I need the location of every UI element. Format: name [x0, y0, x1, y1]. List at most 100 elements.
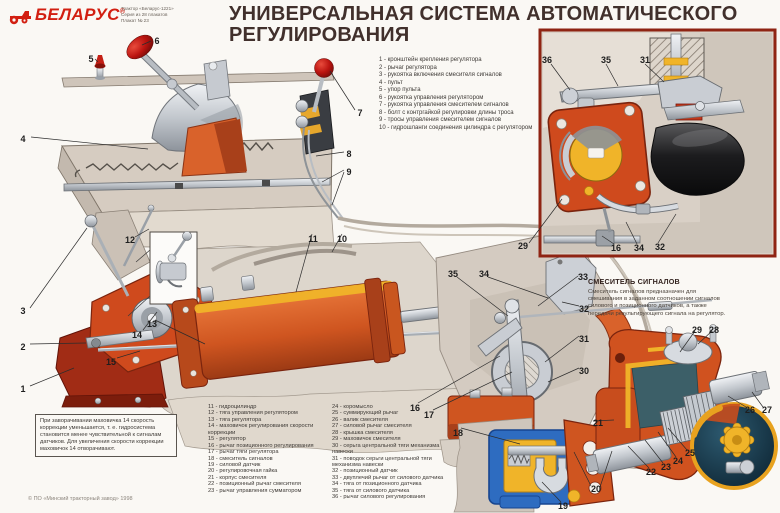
callout-3: 3 [20, 306, 25, 316]
callout-30: 30 [579, 366, 589, 376]
hydraulic-cylinder-group [171, 275, 460, 389]
callout-35-inset: 35 [601, 55, 611, 65]
legend-item: 14 - маховичок регулирования скорости ко… [208, 423, 314, 436]
legend-item: 18 - смеситель сигналов [208, 455, 273, 462]
legend-item: 9 - тросы управления смесителем сигналов [379, 117, 502, 124]
callout-6: 6 [154, 36, 159, 46]
top-right-inset [538, 28, 777, 258]
callout-36-inset: 36 [542, 55, 552, 65]
rod-lever [477, 317, 523, 357]
callout-17: 17 [424, 410, 434, 420]
legend-item: 33 - двуплечий рычаг от силового датчика [332, 474, 444, 481]
adjusting-bolt [507, 445, 571, 456]
legend-item: 13 - тяга регулятора [208, 416, 262, 423]
callout-10: 10 [337, 234, 347, 244]
legend-item: 5 - упор пульта [379, 87, 421, 94]
callout-11: 11 [308, 234, 318, 244]
callout-20: 20 [591, 484, 601, 494]
callout-1: 1 [20, 384, 25, 394]
callout-14: 14 [132, 330, 142, 340]
callout-16-inset: 16 [611, 243, 621, 253]
callout-24-mixer: 24 [673, 456, 683, 466]
callout-8: 8 [346, 149, 351, 159]
legend-item: 6 - рукоятка управления регулятором [379, 94, 484, 101]
callout-9: 9 [346, 167, 351, 177]
brand-name: БЕЛАРУС® [35, 5, 126, 24]
legend-item: 2 - рычаг регулятора [379, 64, 437, 71]
legend-item: 21 - корпус смесителя [208, 474, 267, 481]
legend-item: 23 - рычаг управления сумматором [208, 487, 302, 494]
callout-34-inset: 34 [634, 243, 644, 253]
sensor-rod [507, 298, 713, 320]
legend-item: 4 - пульт [379, 79, 403, 86]
regulator-tie-rod [122, 209, 154, 267]
meta-line: Серия из 28 плакатов [121, 11, 168, 17]
meta-line: Трактор «Беларус-1221» [121, 6, 174, 11]
legend-item: 36 - рычаг силового регулирования [332, 494, 426, 501]
legend-item: 34 - тяга от позиционного датчика [332, 481, 422, 488]
callout-28-mixer: 28 [709, 325, 719, 335]
legend-item: 11 - гидроцилиндр [208, 404, 257, 410]
callout-4: 4 [20, 134, 25, 144]
tractor-icon [9, 11, 31, 25]
console-stop [94, 55, 106, 80]
mixer-engage-handle [91, 225, 130, 297]
registered-mark: ® [119, 8, 126, 16]
callout-22-mixer: 22 [646, 467, 656, 477]
legend-item: 12 - тяга управления регулятором [208, 410, 298, 417]
mixer-info-block: СМЕСИТЕЛЬ СИГНАЛОВ Смеситель сигналов пр… [588, 277, 729, 318]
callout-18: 18 [453, 428, 463, 438]
legend-item: 10 - гидрошланги соединения цилиндра с р… [379, 124, 533, 131]
legend-item: 25 - суммирующий рычаг [332, 410, 399, 417]
callout-5: 5 [88, 54, 93, 64]
legend-item: 19 - силовой датчик [208, 461, 261, 468]
callout-7: 7 [357, 108, 362, 118]
title-line-2: РЕГУЛИРОВАНИЯ [229, 24, 410, 47]
legend-item: 17 - рычаг тяги регулятора [208, 449, 279, 456]
regulator-lever [85, 329, 155, 349]
legend-item: 29 - маховичок смесителя [332, 436, 401, 443]
legend-item: 26 - валик смесителя [332, 416, 388, 423]
legend-item: 24 - коромысло [332, 404, 373, 410]
hydraulic-hose [210, 242, 353, 272]
legend-item: 31 - поводок серьги центральной тяги мех… [332, 455, 432, 468]
callout-26-mixer: 26 [745, 405, 755, 415]
callout-29: 29 [518, 241, 528, 251]
legend-item: 28 - крышка смесителя [332, 429, 393, 436]
legend-item: 30 - серьга центральной тяги механизма н… [332, 442, 440, 456]
callout-labels: 1 2 3 4 5 6 7 8 9 10 11 12 13 14 15 16 1… [20, 36, 772, 511]
signal-mixer-group [585, 324, 778, 490]
gear-detail [719, 422, 755, 458]
legend-item: 27 - силовой рычаг смесителя [332, 423, 412, 430]
callout-33: 33 [578, 272, 588, 282]
leader-lines [29, 40, 764, 503]
callout-23-mixer: 23 [661, 462, 671, 472]
legend-item: 20 - регулировочная гайка [208, 468, 278, 475]
callout-2: 2 [20, 342, 25, 352]
legend-item: 7 - рукоятка управления смесителем сигна… [379, 102, 509, 109]
poster-meta: Трактор «Беларус-1221» Серия из 28 плака… [121, 6, 174, 24]
control-cable [302, 127, 339, 219]
mixer-info-heading: СМЕСИТЕЛЬ СИГНАЛОВ [588, 277, 680, 286]
legend-item: 16 - рычаг позиционного регулирования [208, 442, 314, 449]
mixer-handwheel [678, 332, 698, 352]
callout-16: 16 [410, 403, 420, 413]
callout-31-inset: 31 [640, 55, 650, 65]
legend-item: 22 - позиционный рычаг смесителя [208, 481, 301, 488]
callout-15: 15 [106, 357, 116, 367]
force-sensor-group [453, 417, 615, 513]
note-box: При заворачивании маховичка 14 скорость … [35, 414, 177, 457]
callout-13: 13 [147, 319, 157, 329]
legend-item: 32 - позиционный датчик [332, 468, 398, 475]
mixer-magnifier-inset [690, 402, 778, 490]
callout-32-inset: 32 [655, 242, 665, 252]
rubber-boot [650, 122, 745, 196]
callout-21: 21 [593, 418, 603, 428]
hydraulic-hose [253, 248, 357, 266]
legend-item: 8 - болт с контргайкой регулировки длины… [379, 109, 514, 116]
